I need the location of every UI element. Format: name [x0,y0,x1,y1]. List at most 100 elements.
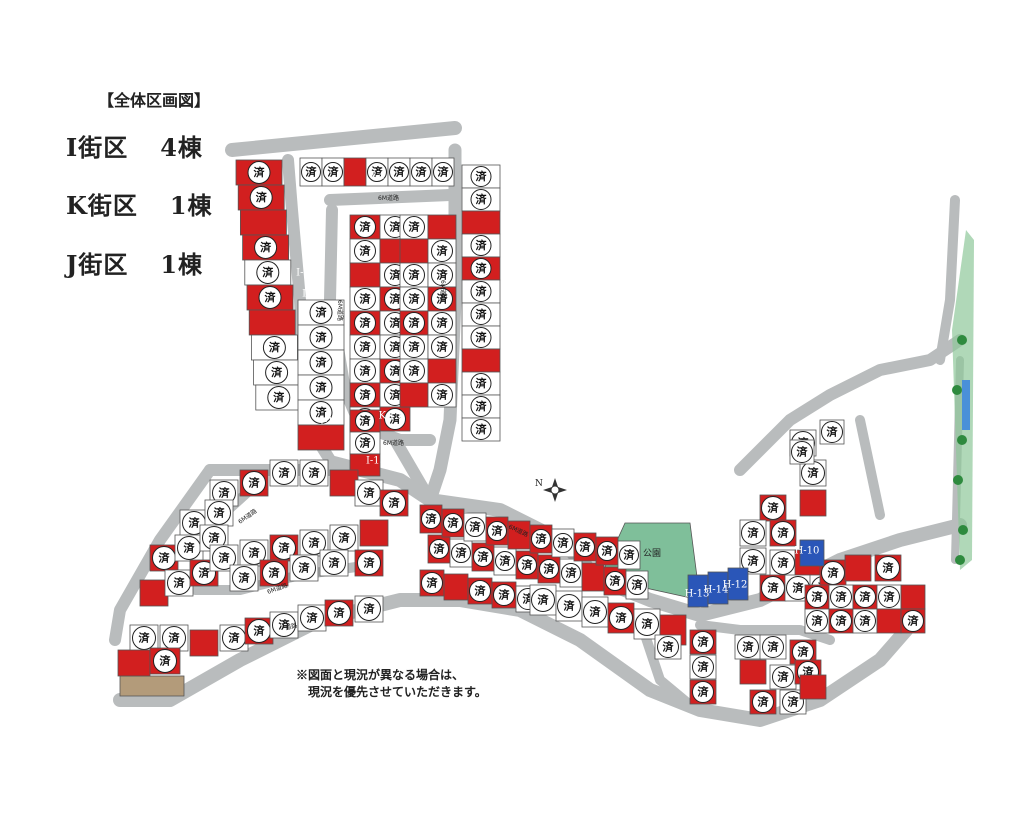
sold-mark-text: 済 [316,405,328,419]
sold-mark-text: 済 [448,516,460,530]
lot-parcel [239,209,287,236]
sold-mark-circle [354,240,376,262]
road-label-1: 6M道路 [378,194,399,202]
sold-mark-text: 済 [590,605,602,619]
sold-mark-circle [242,471,266,495]
sold-mark-circle [470,189,492,210]
sold-mark-circle [451,543,471,563]
sold-mark-circle [309,376,333,399]
road-labels: 6M道路 6M道路 6M道路 6M道路 6M道路 6M道路 6M道路 道路 [237,194,530,632]
lot-label-i13: I-13 [320,417,340,428]
lot-parcel [297,424,345,451]
sold-mark-text: 済 [409,364,421,378]
sold-mark-circle [403,336,425,358]
reserved-lot [119,675,185,697]
sold-mark-text: 済 [624,548,636,562]
sold-mark-text: 済 [174,576,186,590]
sold-mark-circle [806,586,828,608]
sold-mark-text: 済 [470,520,482,534]
sold-mark-text: 済 [476,169,488,183]
sold-mark-text: 済 [309,536,321,550]
sold-mark-circle [232,566,256,590]
sold-mark-text: 済 [249,476,261,490]
sold-mark-circle [517,555,537,575]
sold-mark-circle [771,521,795,545]
sold-mark-text: 済 [778,556,790,570]
sold-mark-text: 済 [309,466,321,480]
sold-mark-text: 済 [409,340,421,354]
sold-mark-text: 済 [219,551,231,565]
sold-mark-circle [583,600,607,624]
sold-mark-circle [791,441,813,463]
sold-mark-circle [531,529,551,549]
legend-count-j: 1棟 [160,250,204,279]
sold-mark-circle [470,258,492,279]
legend-count-i: 4棟 [160,133,203,162]
sold-mark-text: 済 [883,561,895,575]
sold-mark-circle [635,612,659,636]
sold-mark-circle [431,384,453,406]
sold-mark-circle [692,631,714,653]
lot-parcel [799,674,827,700]
sold-mark-circle [553,533,573,553]
legend-count-k: 1棟 [169,191,213,220]
sold-mark-circle [431,312,453,334]
sold-mark-circle [429,539,449,559]
sold-mark-circle [761,496,785,520]
sold-mark-circle [493,584,515,606]
compass-north-label: N [535,479,543,489]
sold-mark-text: 済 [262,265,274,279]
sold-mark-circle [403,312,425,334]
sold-mark-text: 済 [836,614,848,628]
sold-mark-text: 済 [698,635,710,649]
sold-mark-circle [692,656,714,678]
sold-mark-text: 済 [254,165,266,179]
lot-layer: 済済済済済済済済済済済済済済済済済済済済済済済済済済済済済済済済済済済済済済済済… [117,157,926,715]
sold-mark-text: 済 [426,512,438,526]
sold-mark-text: 済 [793,581,805,595]
road-label-2: 6M道路 [336,300,344,321]
sold-mark-circle [302,531,326,555]
sold-mark-text: 済 [632,578,644,592]
sold-mark-circle [354,360,376,382]
sold-mark-circle [627,575,647,595]
sold-mark-circle [382,491,406,515]
sold-mark-circle [830,586,852,608]
lot-parcel [581,562,605,592]
sold-mark-text: 済 [329,556,341,570]
lot-labels: I-4 I-6 I-7 I-13 I-15 K-15 H-13 H-14 H-1… [296,171,819,600]
lot-label-i4: I-4 [371,171,385,182]
lot-label-i6: I-6 [296,268,310,279]
sold-mark-circle [327,601,351,625]
sold-mark-text: 済 [437,316,449,330]
sold-mark-text: 済 [778,670,790,684]
sold-mark-circle [830,610,852,632]
disclaimer-line-2: 現況を優先させていただきます。 [308,685,487,699]
sold-mark-circle [267,386,291,409]
sold-mark-text: 済 [798,645,810,659]
sold-mark-circle [384,408,406,430]
sold-mark-circle [309,326,333,349]
sold-mark-circle [431,336,453,358]
sold-mark-text: 済 [159,551,171,565]
lot-parcel [443,573,469,601]
sold-mark-circle [421,572,443,594]
sold-mark-circle [854,586,876,608]
sold-mark-text: 済 [360,220,372,234]
lot-label-i15: I-15 [366,456,386,467]
sold-mark-text: 済 [390,412,402,426]
lot-parcel [900,584,926,610]
sold-mark-circle [737,636,759,658]
sold-mark-circle [575,537,595,557]
sold-mark-text: 済 [316,380,328,394]
sold-mark-text: 済 [279,618,291,632]
lot-parcel [359,519,389,547]
sold-mark-text: 済 [307,611,319,625]
sold-mark-circle [272,461,296,485]
sold-mark-text: 済 [476,284,488,298]
sold-mark-text: 済 [566,566,578,580]
sold-mark-text: 済 [364,556,376,570]
sold-mark-circle [249,186,273,209]
sold-mark-circle [495,551,515,571]
sold-mark-circle [256,261,280,284]
